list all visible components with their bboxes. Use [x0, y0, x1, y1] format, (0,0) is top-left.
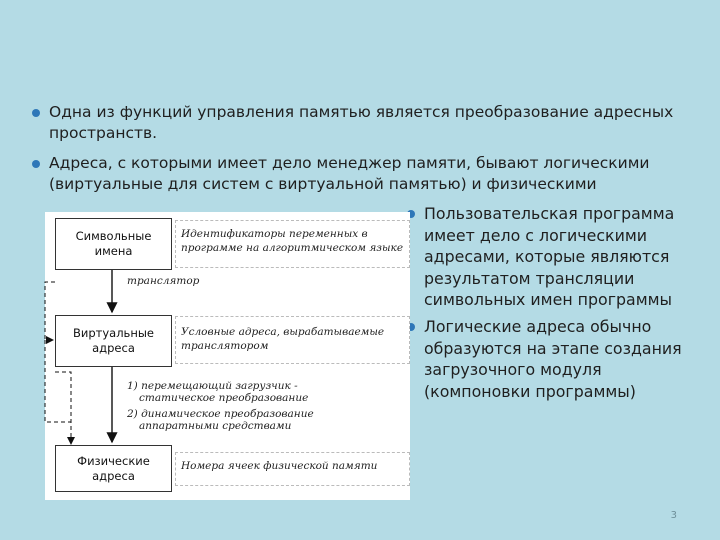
diagram-arrows — [44, 269, 118, 445]
label-translator: транслятор — [127, 275, 200, 287]
note-line: Идентификаторы переменных в — [181, 228, 368, 240]
dashed-arrow-to-physical-outer — [44, 340, 71, 423]
label-loader: 1) перемещающий загрузчик - — [127, 380, 298, 392]
bullet-text: Одна из функций управления памятью являе… — [49, 103, 674, 142]
bullet-dot-icon — [32, 109, 40, 117]
note-virtual: Условные адреса, вырабатываемые транслят… — [181, 326, 384, 353]
bullet-dot-icon — [407, 210, 415, 218]
bullet-text: Логические адреса обычно образуются на э… — [424, 317, 682, 401]
box-label: Символьные — [75, 229, 152, 243]
bullet-text: Адреса, с которыми имеет дело менеджер п… — [49, 154, 650, 193]
bullet-dot-icon — [407, 323, 415, 331]
note-frame — [175, 220, 410, 268]
label-loader: 2) динамическое преобразование — [127, 408, 314, 420]
note-physical: Номера ячеек физической памяти — [181, 460, 378, 472]
note-frame — [175, 452, 410, 486]
note-line: транслятором — [181, 339, 269, 352]
label-loader: аппаратными средствами — [139, 420, 292, 432]
label-loader: статическое преобразование — [139, 392, 309, 404]
box-label: Виртуальные — [72, 326, 155, 340]
bullet-item-2: Адреса, с которыми имеет дело менеджер п… — [32, 153, 702, 195]
bullet-item-3: Пользовательская программа имеет дело с … — [407, 203, 702, 311]
bullet-dot-icon — [32, 160, 40, 168]
box-label: адреса — [92, 341, 135, 355]
bullet-item-1: Одна из функций управления памятью являе… — [32, 102, 702, 144]
dashed-arrow-to-virtual — [44, 281, 55, 344]
box-label: имена — [94, 244, 133, 258]
note-symbolic: Идентификаторы переменных в программе на… — [181, 228, 403, 255]
box-label: адреса — [92, 468, 135, 483]
page-number: 3 — [670, 510, 677, 521]
box-label: Физические — [77, 453, 150, 468]
dashed-arrow-to-physical — [55, 371, 75, 445]
note-frame — [175, 316, 410, 364]
note-line: программе на алгоритмическом языке — [181, 241, 404, 254]
bullet-text: Пользовательская программа имеет дело с … — [424, 204, 675, 309]
bullet-item-4: Логические адреса обычно образуются на э… — [407, 316, 702, 402]
note-line: Условные адреса, вырабатываемые — [181, 326, 385, 338]
